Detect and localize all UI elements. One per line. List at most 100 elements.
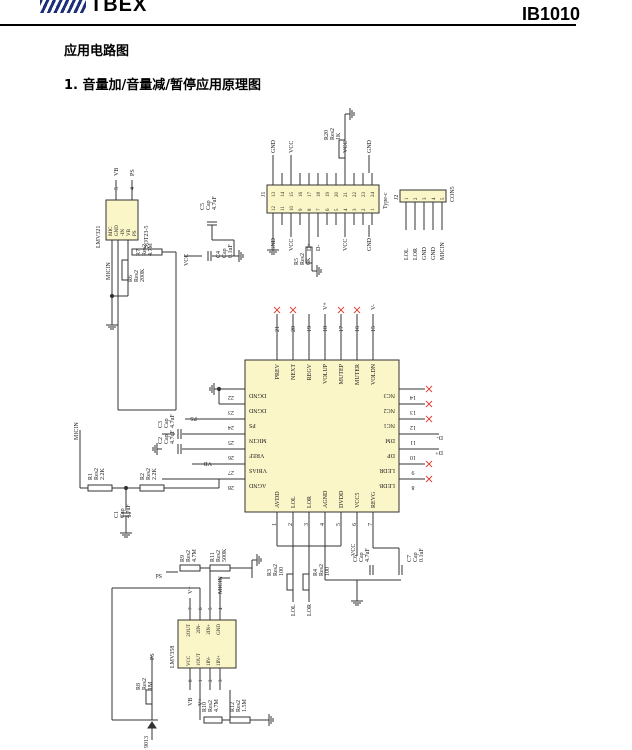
- component-label-c3: 4.7uF: [170, 414, 176, 429]
- pin-name: VBIAS: [249, 467, 267, 473]
- pin-number: 26: [228, 454, 234, 460]
- connector-name: CON5: [450, 186, 456, 202]
- pin-number: 10: [410, 454, 416, 460]
- pin-name: LEDB: [379, 482, 395, 488]
- pin-number: 15: [290, 192, 295, 198]
- pin-number: 15: [371, 326, 377, 332]
- component-label-r11: 500K: [222, 548, 228, 562]
- net-label: MICIN: [440, 242, 446, 260]
- pin-number: 20: [335, 192, 340, 198]
- pin-number: 14: [410, 394, 416, 400]
- no-connect-mark: [425, 400, 433, 408]
- net-label: GND: [367, 139, 373, 153]
- pin-number: 12: [272, 206, 277, 212]
- component-label-c3: Cap: [164, 418, 170, 428]
- pin-number: 18: [323, 326, 329, 332]
- pin-number: 6: [199, 607, 204, 610]
- component-label-c7: Cap: [413, 552, 419, 562]
- pin-name: LOR: [307, 496, 313, 508]
- component-label-r2: R2: [140, 473, 146, 480]
- pin-number: 5: [114, 187, 120, 190]
- pin-number: 7: [189, 607, 194, 610]
- component-label-r1: Res2: [94, 468, 100, 480]
- net-label: PS: [150, 653, 156, 660]
- chip-name: LMV358: [170, 646, 176, 668]
- pin-number: 16: [299, 192, 304, 198]
- pin-number: 20: [291, 326, 297, 332]
- component-label-r4: 100: [325, 567, 331, 576]
- net-label: V-: [371, 304, 377, 310]
- pin-name: REGV: [307, 363, 313, 380]
- pin-number: 25: [228, 439, 234, 445]
- pin-number: 8: [412, 484, 415, 490]
- connector-ref: J2: [394, 195, 400, 200]
- pin-number: 12: [410, 424, 416, 430]
- component-label-r10: Res2: [208, 700, 214, 712]
- pin-name: VB: [127, 228, 132, 236]
- no-connect-mark: [425, 415, 433, 423]
- no-connect-mark: [353, 306, 361, 314]
- pin-name: GND: [217, 624, 222, 635]
- component-label-r20: R20: [324, 130, 330, 140]
- component-label-q1: 9013: [144, 736, 150, 748]
- pin-number: 18: [317, 192, 322, 198]
- net-label: GND: [367, 237, 373, 251]
- figure-title: 1. 音量加/音量减/暂停应用原理图: [64, 78, 262, 93]
- net-label: V+: [323, 302, 329, 310]
- logo-text: TBEX: [90, 0, 148, 16]
- net-label: VCC: [289, 141, 295, 153]
- pin-number: 2: [414, 197, 419, 200]
- component-label-r12: R12: [230, 702, 236, 712]
- net-label: V+: [198, 698, 204, 706]
- resistor-r8: [145, 689, 153, 705]
- resistor-r12: [229, 716, 251, 724]
- net-label: MICIN: [106, 262, 112, 280]
- net-label: Sd: [156, 572, 162, 578]
- pin-name: LOL: [291, 496, 297, 508]
- pin-name: 2IN+: [207, 624, 212, 635]
- pin-number: 23: [362, 192, 367, 198]
- component-label-c7: C7: [407, 555, 413, 562]
- component-label-c5: C5: [200, 203, 206, 210]
- net-label: MICIN: [218, 576, 224, 594]
- net-label: GND: [422, 246, 428, 260]
- pin-number: 11: [410, 439, 416, 445]
- chip-name: LMV321: [96, 226, 102, 248]
- component-label-r9: 4.7M: [192, 549, 198, 563]
- no-connect-mark: [425, 460, 433, 468]
- pin-number: 24: [371, 192, 376, 198]
- pin-name: MIC: [109, 226, 114, 236]
- pin-number: 3: [353, 208, 358, 211]
- pin-name: NC2: [384, 407, 395, 413]
- component-label-r4: R4: [313, 569, 319, 576]
- component-label-r5: 6K: [306, 257, 312, 265]
- pin-number: 22: [228, 394, 234, 400]
- chip-package: SOT23-5: [144, 226, 150, 248]
- component-label-r2: Res2: [146, 468, 152, 480]
- pin-name: DM: [385, 437, 395, 443]
- net-label: D+: [435, 449, 443, 455]
- component-label-r7: 4.7M: [148, 243, 154, 257]
- component-label-c1: C1: [114, 511, 120, 518]
- component-label-c4: Cap: [222, 248, 228, 258]
- pin-number: 3: [423, 197, 428, 200]
- pin-number: 5: [209, 607, 214, 610]
- component-label-c6: Cap: [359, 552, 365, 562]
- pin-number: 8: [189, 679, 194, 682]
- amp-chip-body: [177, 619, 237, 669]
- resistor-r2: [139, 484, 165, 492]
- pin-name: 1IN-: [207, 656, 212, 666]
- mic-chip-body: [105, 199, 139, 241]
- component-label-r5: R5: [294, 258, 300, 265]
- component-label-r3: 100: [279, 567, 285, 576]
- component-label-r10: R10: [202, 702, 208, 712]
- net-label: PS: [130, 169, 136, 176]
- component-label-r12: Res2: [236, 700, 242, 712]
- component-label-r20: 1K: [336, 132, 342, 140]
- pin-name: 1IN+: [217, 655, 222, 666]
- net-label: LOR: [307, 604, 313, 616]
- pin-name: MUTEP: [339, 363, 345, 384]
- pin-number: 3: [304, 523, 310, 526]
- pin-number: 11: [281, 206, 286, 211]
- no-connect-mark: [289, 306, 297, 314]
